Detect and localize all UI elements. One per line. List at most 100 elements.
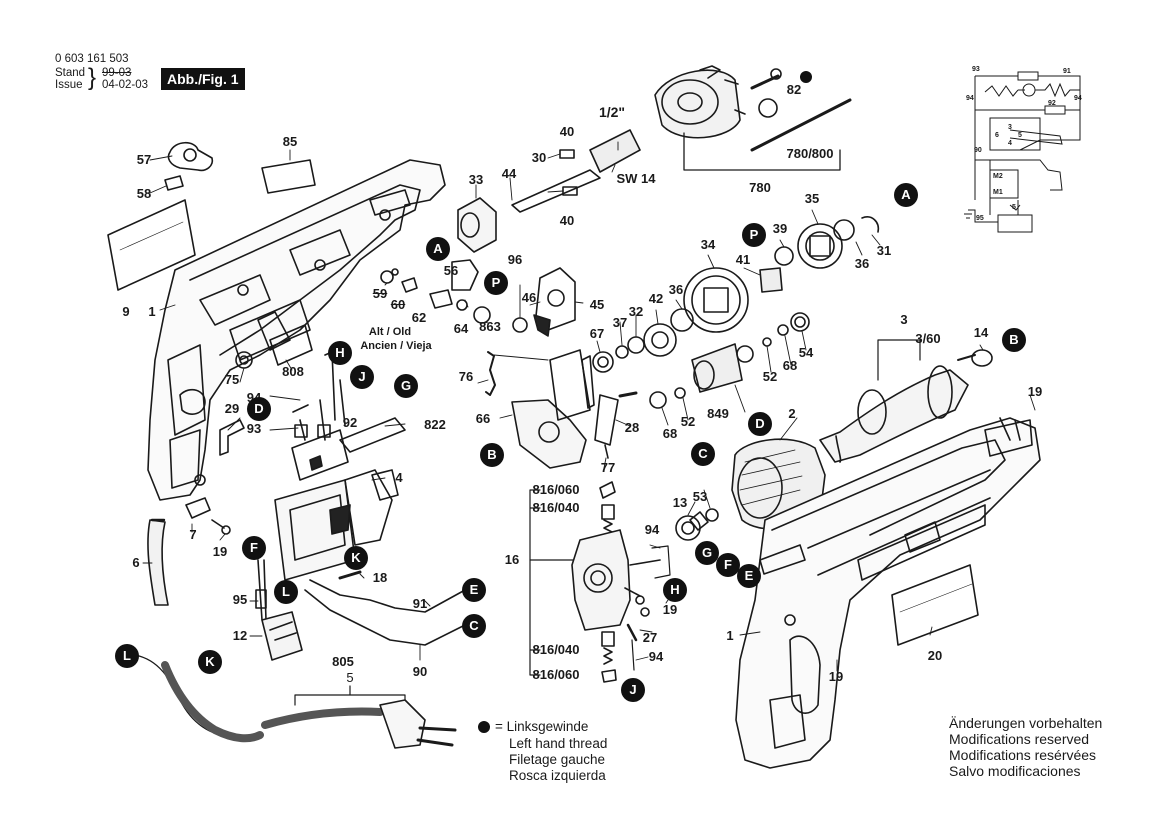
badge-f-switch: F [242, 536, 266, 560]
mains-cable-left [161, 661, 264, 743]
gear-35 [797, 223, 843, 269]
part-1-left: 1 [148, 304, 156, 319]
sch-95: 95 [976, 215, 984, 222]
brush-holder-16 [571, 529, 631, 631]
part-82: 82 [786, 82, 802, 97]
ring-31 [861, 216, 880, 233]
part-780-800: 780/800 [786, 146, 834, 161]
spring-76 [485, 351, 496, 396]
badge-h-switch: H [328, 341, 352, 365]
bushing-41 [759, 267, 783, 293]
badge-j-switch: J [350, 365, 374, 389]
ring-37 [615, 345, 629, 359]
part-35: 35 [804, 191, 820, 206]
part-27: 27 [642, 630, 658, 645]
badge-b-left: B [480, 443, 504, 467]
left-housing-half [147, 159, 446, 501]
sch-5: 5 [1018, 132, 1022, 139]
badge-c-wire: C [462, 614, 486, 638]
nameplate-9 [107, 199, 196, 291]
brush-816-060-top [599, 481, 616, 499]
part-19-bottom: 19 [828, 669, 844, 684]
part-58: 58 [136, 186, 152, 201]
badge-l-switch: L [274, 580, 298, 604]
brush-816-060-bottom [601, 669, 617, 683]
sch-4: 4 [1008, 140, 1012, 147]
badge-b-right: B [1002, 328, 1026, 352]
part-40-bottom: 40 [559, 213, 575, 228]
sch-90: 90 [974, 147, 982, 154]
bearing-67 [592, 351, 614, 373]
part-5: 5 [346, 670, 354, 685]
ring-36-left [670, 308, 694, 332]
part-816-040-bottom: 816/040 [532, 642, 580, 657]
legend-line-3: Filetage gauche [509, 752, 606, 767]
part-52-right: 52 [762, 369, 778, 384]
part-90: 90 [412, 664, 428, 679]
switch-assembly [274, 469, 399, 581]
part-91: 91 [412, 596, 428, 611]
part-780: 780 [749, 180, 771, 195]
knob-57 [167, 141, 214, 172]
part-67: 67 [589, 326, 605, 341]
part-39: 39 [772, 221, 788, 236]
part-60: 60 [390, 297, 406, 312]
part-20: 20 [927, 648, 943, 663]
part-33: 33 [468, 172, 484, 187]
wire-91 [309, 579, 466, 613]
part-44: 44 [501, 166, 517, 181]
washer-32 [627, 336, 645, 354]
badge-k-switch: K [344, 546, 368, 570]
part-822: 822 [424, 417, 446, 432]
left-hand-thread-dot [800, 71, 812, 83]
part-12: 12 [232, 628, 248, 643]
part-3-60: 3/60 [915, 331, 941, 346]
sw14-label: SW 14 [616, 171, 656, 186]
part-92: 92 [342, 415, 358, 430]
part-2: 2 [788, 406, 796, 421]
pinion-849 [691, 343, 743, 393]
part-42: 42 [648, 291, 664, 306]
bearing-13 [675, 515, 701, 541]
old-date: 99-03 [102, 67, 132, 79]
part-808: 808 [282, 364, 304, 379]
badge-a-left: A [426, 237, 450, 261]
part-6: 6 [132, 555, 140, 570]
clamp-7 [185, 497, 211, 519]
part-59: 59 [372, 286, 388, 301]
sch-6: 6 [995, 132, 999, 139]
wiring-schematic [964, 71, 1081, 233]
part-95: 95 [232, 592, 248, 607]
half-inch-label: 1/2" [598, 104, 626, 120]
bearing-68 [649, 391, 667, 409]
part-77: 77 [600, 460, 616, 475]
sch-m2: M2 [993, 173, 1003, 180]
part-53: 53 [692, 489, 708, 504]
legend-line-4: Rosca izquierda [509, 768, 606, 783]
notice-line-1: Änderungen vorbehalten [949, 715, 1103, 731]
part-66: 66 [475, 411, 491, 426]
badge-c-motor: C [691, 442, 715, 466]
badge-k-cable: K [198, 650, 222, 674]
part-56: 56 [443, 263, 459, 278]
part-3: 3 [900, 312, 908, 327]
part-45: 45 [589, 297, 605, 312]
alt-old-label: Alt / Old [368, 326, 412, 338]
part-34: 34 [700, 237, 716, 252]
lever-822 [339, 417, 406, 453]
chuck-key [750, 98, 852, 152]
part-64: 64 [453, 321, 469, 336]
part-75: 75 [224, 372, 240, 387]
part-number: 0 603 161 503 [55, 53, 129, 65]
part-7: 7 [189, 527, 197, 542]
part-31: 31 [876, 243, 892, 258]
bearing-54 [790, 312, 810, 332]
sch-94-right: 94 [1074, 95, 1082, 102]
issue-date: 04-02-03 [102, 79, 149, 91]
sch-s5: 5 [1012, 204, 1016, 211]
part-14: 14 [973, 325, 989, 340]
ring-53 [705, 508, 719, 522]
part-57: 57 [136, 152, 152, 167]
badge-d-motor: D [748, 412, 772, 436]
